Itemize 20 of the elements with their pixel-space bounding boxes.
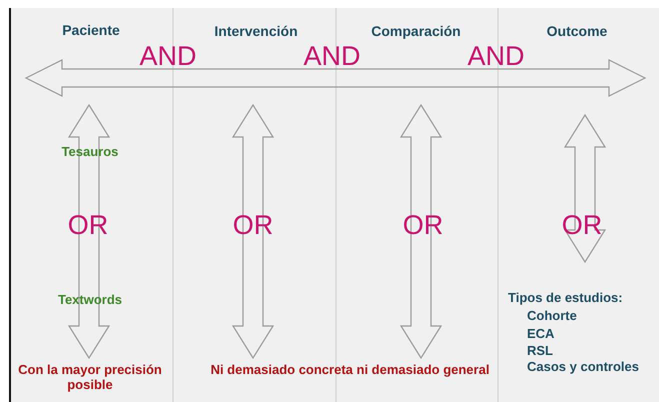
term-text: Textwords bbox=[58, 292, 122, 308]
list-text: Cohorte bbox=[527, 308, 577, 324]
column-heading: Comparación bbox=[371, 22, 461, 40]
operator-text: AND bbox=[303, 41, 360, 73]
note-text: Ni demasiado concreta ni demasiado general bbox=[210, 362, 490, 378]
list-text: Tipos de estudios: bbox=[508, 290, 623, 306]
list-text: RSL bbox=[527, 344, 553, 358]
term-text: Tesauros bbox=[62, 144, 118, 160]
operator-text: OR bbox=[68, 210, 108, 242]
operator-text: OR bbox=[402, 210, 444, 242]
list-text: Casos y controles bbox=[527, 360, 639, 374]
note-text: Con la mayor precisión posible bbox=[17, 363, 163, 393]
column-heading: Outcome bbox=[546, 22, 608, 40]
operator-text: OR bbox=[562, 210, 602, 242]
list-text: ECA bbox=[527, 326, 554, 342]
operator-text: AND bbox=[139, 41, 196, 73]
column-heading: Paciente bbox=[62, 22, 120, 38]
column-heading: Intervención bbox=[214, 22, 298, 40]
operator-text: AND bbox=[467, 41, 524, 73]
operator-text: OR bbox=[232, 210, 274, 242]
